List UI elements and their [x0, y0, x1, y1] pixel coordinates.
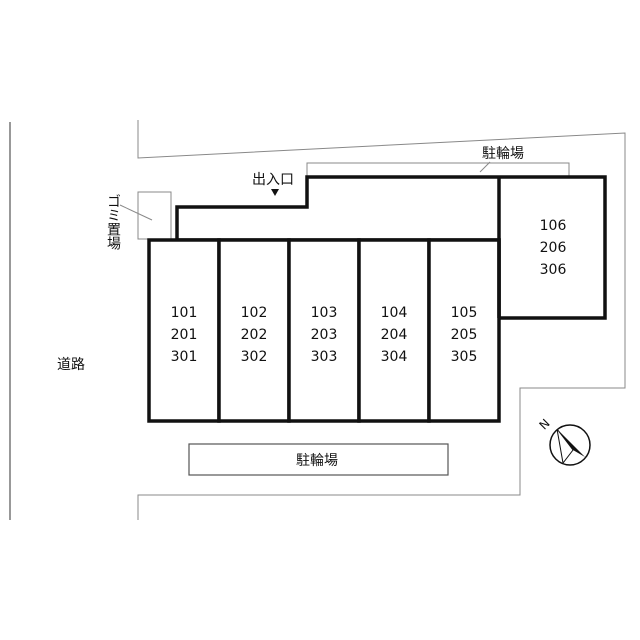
entrance-label: 出入口 [252, 172, 294, 188]
svg-text:203: 203 [311, 327, 338, 343]
bike-parking-bottom-label: 駐輪場 [296, 452, 338, 469]
unit-labels-105: 105 205 305 [451, 305, 478, 365]
garbage-area [119, 191, 172, 240]
unit-labels-102: 102 202 302 [241, 305, 268, 365]
bike-parking-top-label: 駐輪場 [482, 145, 524, 162]
svg-text:202: 202 [241, 327, 268, 343]
garbage-label: ゴミ置場 [105, 194, 121, 250]
unit-101 [147, 238, 221, 423]
down-triangle-icon [271, 189, 279, 196]
unit-labels-106: 106 206 306 [540, 218, 567, 278]
unit-102 [217, 238, 291, 423]
svg-text:105: 105 [451, 305, 478, 321]
unit-103 [287, 238, 361, 423]
road-label: 道路 [57, 357, 85, 373]
svg-text:306: 306 [540, 262, 567, 278]
svg-text:204: 204 [381, 327, 408, 343]
svg-text:205: 205 [451, 327, 478, 343]
svg-text:206: 206 [540, 240, 567, 256]
svg-text:201: 201 [171, 327, 198, 343]
unit-104 [357, 238, 431, 423]
unit-labels-104: 104 204 304 [381, 305, 408, 365]
svg-text:305: 305 [451, 349, 478, 365]
svg-text:101: 101 [171, 305, 198, 321]
unit-labels-103: 103 203 303 [311, 305, 338, 365]
bike-parking-bottom-area [188, 443, 449, 476]
svg-text:304: 304 [381, 349, 408, 365]
svg-text:104: 104 [381, 305, 408, 321]
north-arrow-icon [549, 424, 591, 466]
site-boundary [137, 120, 626, 520]
svg-text:102: 102 [241, 305, 268, 321]
unit-labels-101: 101 201 301 [171, 305, 198, 365]
compass-label: N [537, 416, 553, 432]
svg-text:302: 302 [241, 349, 268, 365]
svg-text:303: 303 [311, 349, 338, 365]
svg-text:103: 103 [311, 305, 338, 321]
svg-text:106: 106 [540, 218, 567, 234]
svg-text:301: 301 [171, 349, 198, 365]
unit-105 [427, 238, 501, 423]
